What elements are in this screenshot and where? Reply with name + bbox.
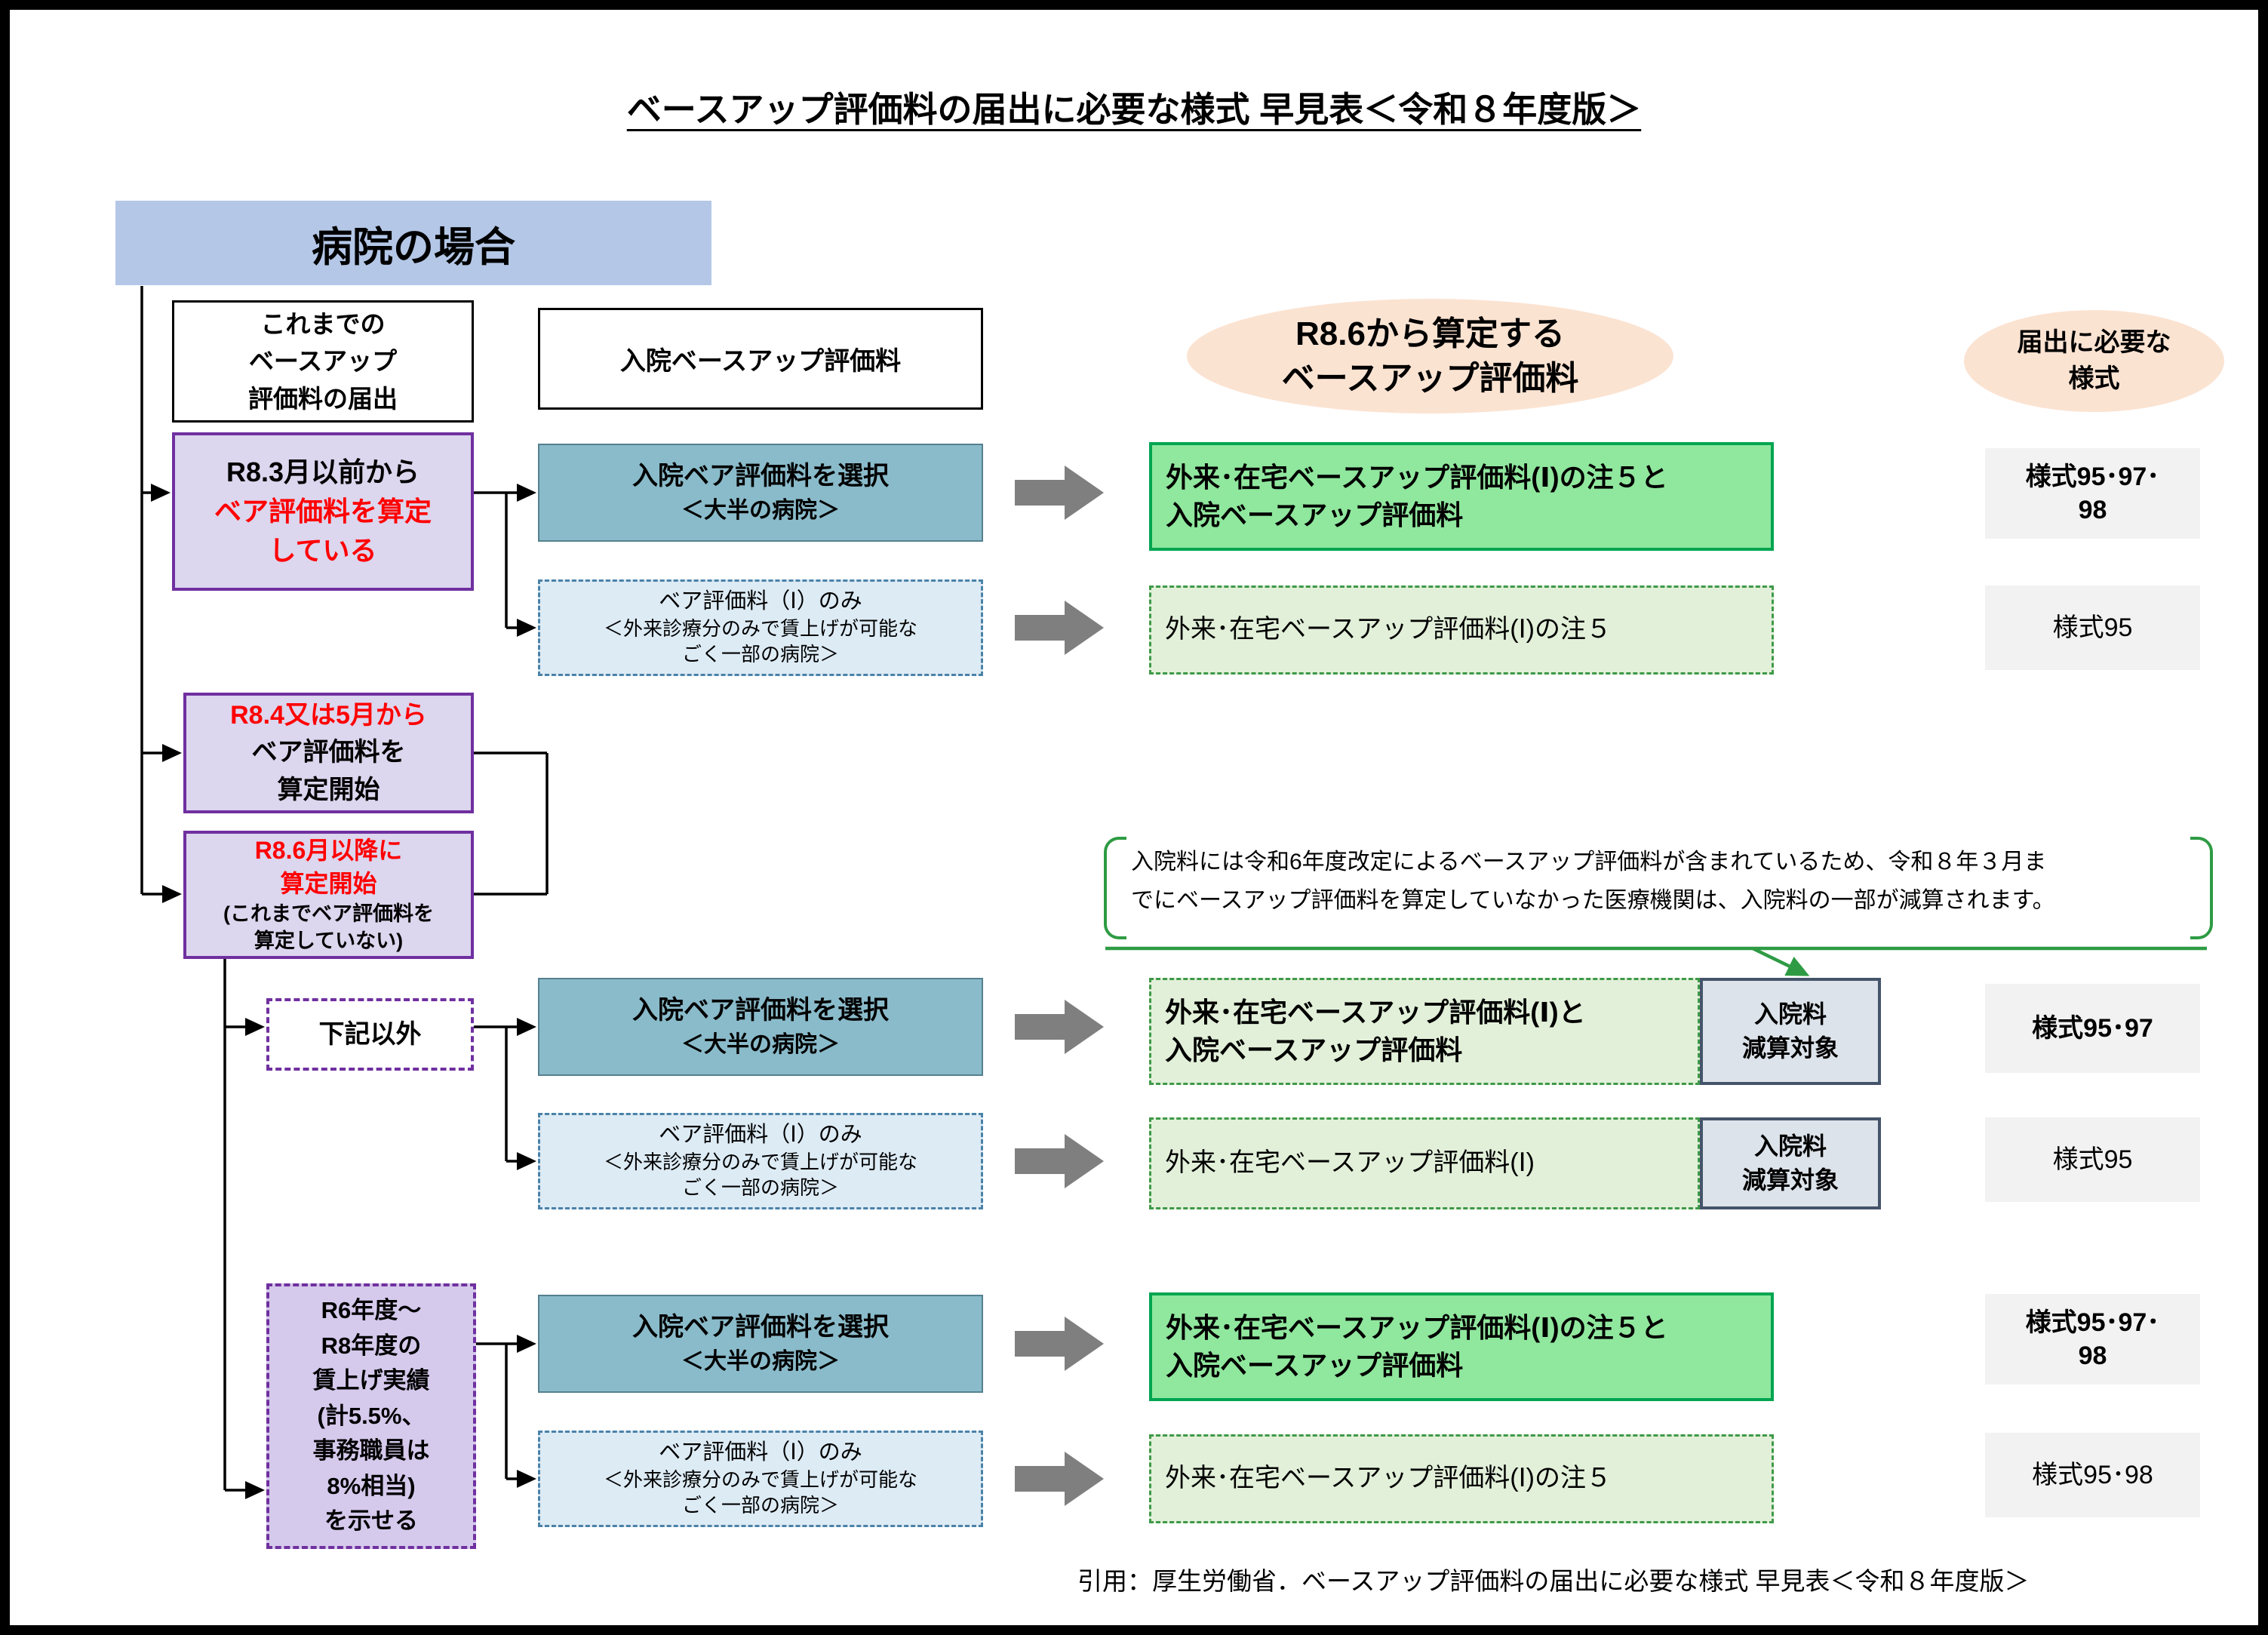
result-i-only: 外来･在宅ベースアップ評価料(Ⅰ): [1149, 1117, 1700, 1209]
note-pointer-arrow: [1752, 946, 1810, 976]
condition-wage-increase-record: R6年度～ R8年度の 賃上げ実績 (計5.5%、 事務職員は 8%相当) を示…: [266, 1283, 476, 1549]
condition-line-red: ベア評価料を算定 している: [214, 495, 432, 567]
column-header-previous-notification: これまでの ベースアップ 評価料の届出: [172, 300, 474, 423]
form-box-4: 様式95: [1985, 1117, 2200, 1202]
form-label: 様式95･97･ 98: [2025, 1308, 2160, 1370]
block-arrow-icon: [1015, 1452, 1104, 1506]
condition-calculating-before-r8-3: R8.3月以前から ベア評価料を算定 している: [172, 432, 474, 591]
inpatient-deduction-label: 入院料 減算対象: [1741, 1000, 1839, 1062]
form-label: 様式95･97･ 98: [2025, 462, 2160, 524]
result-label: 外来･在宅ベースアップ評価料(Ⅰ)の注５: [1165, 615, 1612, 644]
column-header-required-forms: 届出に必要な 様式: [1964, 310, 2224, 412]
result-i-and-inpatient: 外来･在宅ベースアップ評価料(Ⅰ)と 入院ベースアップ評価料: [1149, 978, 1700, 1085]
option-select-inpatient-3: 入院ベア評価料を選択 ＜大半の病院＞: [538, 1295, 983, 1393]
option-select-sub: ＜大半の病院＞: [681, 1031, 840, 1057]
result-note5-and-inpatient-2: 外来･在宅ベースアップ評価料(Ⅰ)の注５と 入院ベースアップ評価料: [1149, 1292, 1774, 1401]
option-only-sub: ＜外来診療分のみで賃上げが可能な ごく一部の病院＞: [603, 1151, 917, 1199]
block-arrow-icon: [1015, 1000, 1104, 1054]
column-header-required-forms-label: 届出に必要な 様式: [2017, 327, 2171, 393]
form-label: 様式95･98: [2032, 1460, 2153, 1489]
option-bea-i-only-1: ベア評価料（Ⅰ）のみ ＜外来診療分のみで賃上げが可能な ごく一部の病院＞: [538, 579, 983, 676]
inpatient-deduction-label: 入院料 減算対象: [1741, 1133, 1839, 1194]
option-only-title: ベア評価料（Ⅰ）のみ: [659, 1440, 862, 1465]
option-only-title: ベア評価料（Ⅰ）のみ: [659, 589, 862, 614]
right-bracket-icon: [2190, 837, 2213, 939]
result-note5-and-inpatient-1: 外来･在宅ベースアップ評価料(Ⅰ)の注５と 入院ベースアップ評価料: [1149, 442, 1774, 551]
option-select-inpatient-2: 入院ベア評価料を選択 ＜大半の病院＞: [538, 978, 983, 1076]
condition-other-than-below-label: 下記以外: [318, 1019, 422, 1049]
condition-line-black: ベア評価料を 算定開始: [251, 738, 406, 804]
form-box-5: 様式95･97･ 98: [1985, 1294, 2200, 1385]
column-header-inpatient-baseup-label: 入院ベースアップ評価料: [619, 347, 902, 376]
result-note5-only-1: 外来･在宅ベースアップ評価料(Ⅰ)の注５: [1149, 585, 1774, 675]
condition-line-red: R8.6月以降に 算定開始: [254, 837, 403, 897]
deduction-note: 入院料には令和6年度改定によるベースアップ評価料が含まれているため、令和８年３月…: [1104, 837, 2213, 939]
page-title: ベースアップ評価料の届出に必要な様式 早見表＜令和８年度版＞: [626, 90, 1642, 129]
form-label: 様式95･97: [2032, 1013, 2153, 1043]
hospital-case-header: 病院の場合: [115, 201, 711, 285]
result-label: 外来･在宅ベースアップ評価料(Ⅰ)の注５と 入院ベースアップ評価料: [1166, 1311, 1668, 1381]
option-only-title: ベア評価料（Ⅰ）のみ: [659, 1123, 862, 1148]
form-label: 様式95: [2052, 1145, 2133, 1174]
form-box-6: 様式95･98: [1985, 1433, 2200, 1517]
form-box-1: 様式95･97･ 98: [1985, 448, 2200, 539]
form-label: 様式95: [2052, 613, 2133, 642]
condition-line-red: R8.4又は5月から: [230, 701, 427, 730]
option-select-sub: ＜大半の病院＞: [681, 497, 840, 523]
option-select-inpatient-1: 入院ベア評価料を選択 ＜大半の病院＞: [538, 444, 983, 542]
option-select-sub: ＜大半の病院＞: [681, 1348, 840, 1374]
inpatient-deduction-tag-1: 入院料 減算対象: [1700, 978, 1881, 1085]
condition-wage-increase-record-label: R6年度～ R8年度の 賃上げ実績 (計5.5%、 事務職員は 8%相当) を示…: [312, 1297, 430, 1535]
result-label: 外来･在宅ベースアップ評価料(Ⅰ)の注５と 入院ベースアップ評価料: [1166, 461, 1668, 530]
condition-line-black: R8.3月以前から: [226, 456, 420, 487]
block-arrow-icon: [1015, 1134, 1104, 1188]
inpatient-deduction-tag-2: 入院料 減算対象: [1700, 1117, 1881, 1209]
option-bea-i-only-3: ベア評価料（Ⅰ）のみ ＜外来診療分のみで賃上げが可能な ごく一部の病院＞: [538, 1431, 983, 1527]
block-arrow-icon: [1015, 601, 1104, 655]
block-arrow-icon: [1015, 466, 1104, 520]
column-header-calc-from-r86-label: R8.6から算定する ベースアップ評価料: [1281, 315, 1579, 397]
option-select-title: 入院ベア評価料を選択: [632, 996, 889, 1025]
block-arrow-icon: [1015, 1317, 1104, 1371]
result-note5-only-2: 外来･在宅ベースアップ評価料(Ⅰ)の注５: [1149, 1434, 1774, 1523]
condition-start-r8-4-or-5: R8.4又は5月から ベア評価料を 算定開始: [183, 693, 474, 813]
result-label: 外来･在宅ベースアップ評価料(Ⅰ): [1165, 1148, 1535, 1178]
hospital-case-label: 病院の場合: [312, 224, 515, 270]
column-header-calc-from-r86: R8.6から算定する ベースアップ評価料: [1187, 299, 1673, 413]
form-box-3: 様式95･97: [1985, 984, 2200, 1073]
option-select-title: 入院ベア評価料を選択: [632, 462, 889, 491]
result-label: 外来･在宅ベースアップ評価料(Ⅰ)と 入院ベースアップ評価料: [1165, 996, 1586, 1065]
option-only-sub: ＜外来診療分のみで賃上げが可能な ごく一部の病院＞: [603, 617, 917, 665]
option-only-sub: ＜外来診療分のみで賃上げが可能な ごく一部の病院＞: [603, 1468, 917, 1517]
deduction-note-text: 入院料には令和6年度改定によるベースアップ評価料が含まれているため、令和８年３月…: [1131, 850, 2055, 913]
form-box-2: 様式95: [1985, 585, 2200, 670]
citation-text: 引用：厚生労働省．ベースアップ評価料の届出に必要な様式 早見表＜令和８年度版＞: [1077, 1567, 2030, 1595]
option-select-title: 入院ベア評価料を選択: [632, 1313, 889, 1342]
condition-start-r8-6-or-later: R8.6月以降に 算定開始 (これまでベア評価料を 算定していない): [183, 831, 474, 959]
option-bea-i-only-2: ベア評価料（Ⅰ）のみ ＜外来診療分のみで賃上げが可能な ごく一部の病院＞: [538, 1113, 983, 1209]
column-header-previous-notification-label: これまでの ベースアップ 評価料の届出: [248, 309, 398, 413]
column-header-inpatient-baseup: 入院ベースアップ評価料: [538, 308, 983, 410]
left-bracket-icon: [1104, 837, 1126, 939]
condition-other-than-below: 下記以外: [266, 998, 474, 1071]
result-label: 外来･在宅ベースアップ評価料(Ⅰ)の注５: [1165, 1464, 1612, 1493]
condition-line-note: (これまでベア評価料を 算定していない): [223, 902, 434, 953]
